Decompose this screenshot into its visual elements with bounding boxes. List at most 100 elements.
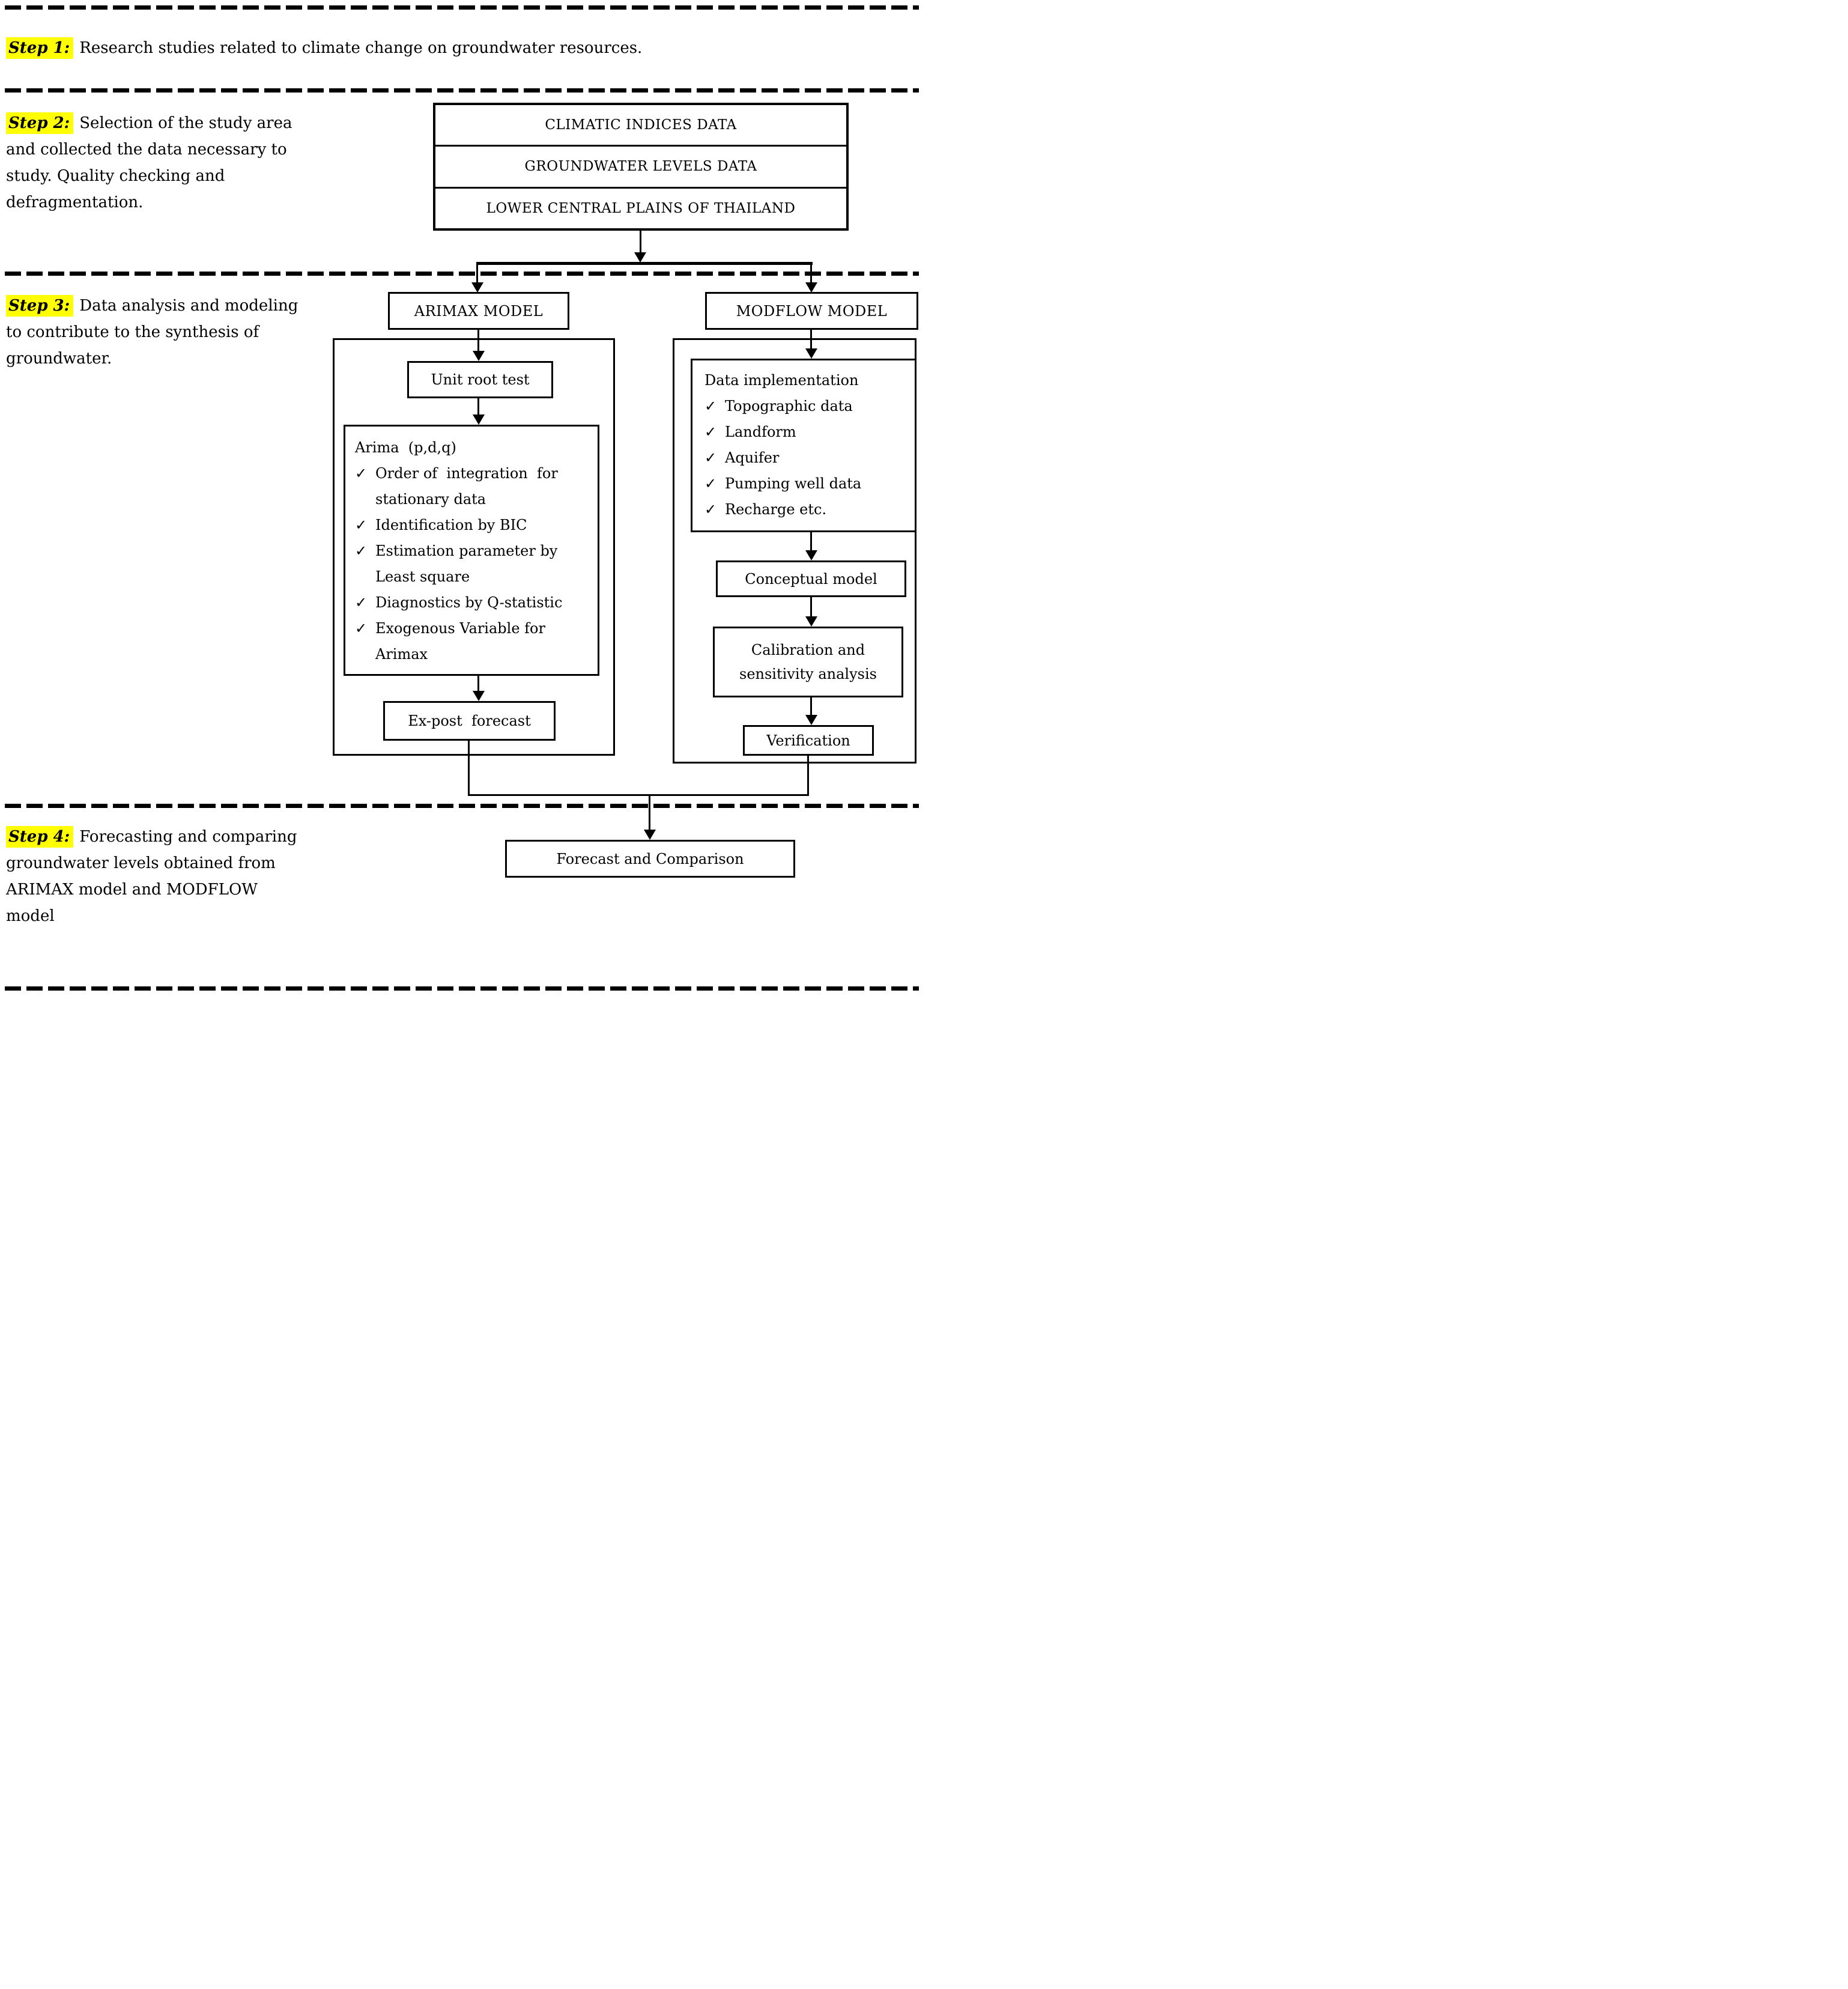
connector-join-down <box>649 794 650 831</box>
impl-item-text: Topographic data <box>725 398 853 415</box>
arrowhead-unitroot <box>473 351 485 361</box>
conceptual-model-box: Conceptual model <box>716 560 906 597</box>
arima-item-text: stationary data <box>375 491 486 508</box>
impl-item-text: Pumping well data <box>725 475 862 492</box>
arima-item-text: Least square <box>375 568 470 585</box>
impl-item-topographic: ✓ Topographic data <box>704 393 911 419</box>
check-icon: ✓ <box>355 465 368 482</box>
arrowhead-into-modflow <box>805 282 817 293</box>
arima-item-estimation: ✓ Estimation parameter by <box>355 538 593 564</box>
impl-item-text: Recharge etc. <box>725 501 827 518</box>
arrowhead-arima <box>473 415 485 425</box>
step3-text-line2: to contribute to the synthesis of <box>6 323 259 341</box>
check-icon: ✓ <box>355 620 368 637</box>
arima-item-order-cont: stationary data <box>355 487 593 512</box>
arrowhead-forecast <box>644 830 656 840</box>
verification-box: Verification <box>743 725 874 756</box>
arrowhead-conceptual <box>805 550 817 560</box>
calibration-text-line2: sensitivity analysis <box>739 666 877 682</box>
check-icon: ✓ <box>355 517 368 533</box>
impl-item-aquifer: ✓ Aquifer <box>704 445 911 471</box>
stack-row-climatic-indices: CLIMATIC INDICES DATA <box>545 117 737 133</box>
connector-split-left <box>476 262 478 284</box>
arrowhead-into-arimax <box>471 282 483 293</box>
data-implementation-box: Data implementation ✓ Topographic data ✓ L… <box>691 359 916 532</box>
step3-text-line3: groundwater. <box>6 350 112 368</box>
forecast-comparison-box: Forecast and Comparison <box>505 840 795 878</box>
connector-impl-conceptual <box>810 532 812 551</box>
section-divider-step1-step2 <box>5 88 919 93</box>
arima-item-text: Exogenous Variable for <box>375 620 545 637</box>
arrowhead-verification <box>805 715 817 725</box>
connector-unitroot-arima <box>477 398 479 416</box>
section-divider-bottom <box>5 986 919 991</box>
step4-text-line3: ARIMAX model and MODFLOW <box>6 881 258 899</box>
step2-text-line1: Selection of the study area <box>79 114 292 132</box>
impl-item-landform: ✓ Landform <box>704 419 911 445</box>
arima-item-exogenous-cont: Arimax <box>355 642 593 667</box>
check-icon: ✓ <box>355 594 368 611</box>
check-icon: ✓ <box>704 424 717 440</box>
calibration-box: Calibration and sensitivity analysis <box>713 627 903 697</box>
arima-item-diagnostics: ✓ Diagnostics by Q-statistic <box>355 590 593 616</box>
connector-modflow-impl <box>810 330 812 350</box>
step2-text-line3: study. Quality checking and <box>6 167 225 185</box>
step1-paragraph: Step 1: Research studies related to clima… <box>6 35 787 61</box>
connector-arima-expost <box>477 676 479 693</box>
connector-split-right <box>810 262 812 284</box>
check-icon: ✓ <box>355 542 368 559</box>
step2-text-line2: and collected the data necessary to <box>6 141 287 159</box>
step4-text-line1: Forecasting and comparing <box>79 828 297 846</box>
modflow-model-box: MODFLOW MODEL <box>705 292 918 330</box>
unit-root-test-box: Unit root test <box>407 361 553 398</box>
arima-item-text: Arimax <box>375 646 428 663</box>
step2-text-line4: defragmentation. <box>6 193 144 211</box>
methodology-flowchart: Step 1: Research studies related to clima… <box>0 0 924 994</box>
arima-header-line: Arima (p,d,q) <box>355 435 593 461</box>
arima-item-text: Order of integration for <box>375 465 558 482</box>
step4-text-line2: groundwater levels obtained from <box>6 854 276 872</box>
arrowhead-calibration <box>805 616 817 627</box>
arima-item-text: Estimation parameter by <box>375 542 558 559</box>
check-icon: ✓ <box>704 398 717 415</box>
stack-row-groundwater-levels: GROUNDWATER LEVELS DATA <box>435 145 846 186</box>
arrowhead-expost <box>473 691 485 701</box>
arimax-model-box: ARIMAX MODEL <box>388 292 569 330</box>
connector-conceptual-calibration <box>810 597 812 617</box>
connector-expost-down <box>468 741 470 794</box>
step2-paragraph: Step 2:Selection of the study area and c… <box>6 110 366 216</box>
arima-header-text: Arima (p,d,q) <box>355 439 456 456</box>
impl-item-pumping: ✓ Pumping well data <box>704 471 911 497</box>
arima-item-exogenous: ✓ Exogenous Variable for <box>355 616 593 642</box>
arima-item-estimation-cont: Least square <box>355 564 593 590</box>
step4-highlight-label: Step 4: <box>6 826 74 848</box>
arima-item-identification: ✓ Identification by BIC <box>355 512 593 538</box>
arima-item-text: Diagnostics by Q-statistic <box>375 594 563 611</box>
connector-stack-down <box>640 231 641 254</box>
arrowhead-stack-down <box>634 252 646 263</box>
connector-verification-down <box>807 756 809 794</box>
stack-row-lower-central-plains: LOWER CENTRAL PLAINS OF THAILAND <box>435 186 846 228</box>
impl-item-text: Landform <box>725 424 796 440</box>
connector-join-bar <box>468 794 809 796</box>
expost-forecast-text: Ex-post forecast <box>408 712 531 729</box>
step1-highlight-label: Step 1: <box>6 37 74 59</box>
step4-paragraph: Step 4: Forecasting and comparing groundw… <box>6 824 366 929</box>
connector-split-bar <box>477 262 813 265</box>
check-icon: ✓ <box>704 449 717 466</box>
arima-item-order: ✓ Order of integration for <box>355 461 593 487</box>
step3-text-line1: Data analysis and modeling <box>79 297 298 315</box>
section-divider-step3-step4 <box>5 804 919 808</box>
step4-text-line4: model <box>6 907 55 925</box>
impl-header-text: Data implementation <box>704 372 859 389</box>
impl-header-line: Data implementation <box>704 368 911 393</box>
arima-item-text: Identification by BIC <box>375 517 527 533</box>
impl-item-text: Aquifer <box>725 449 780 466</box>
step1-text: Research studies related to climate chan… <box>79 39 643 57</box>
step3-highlight-label: Step 3: <box>6 295 74 317</box>
check-icon: ✓ <box>704 501 717 518</box>
expost-forecast-box: Ex-post forecast <box>383 701 556 741</box>
check-icon: ✓ <box>704 475 717 492</box>
calibration-text-line1: Calibration and <box>751 642 865 658</box>
step3-paragraph: Step 3: Data analysis and modeling to con… <box>6 293 366 372</box>
